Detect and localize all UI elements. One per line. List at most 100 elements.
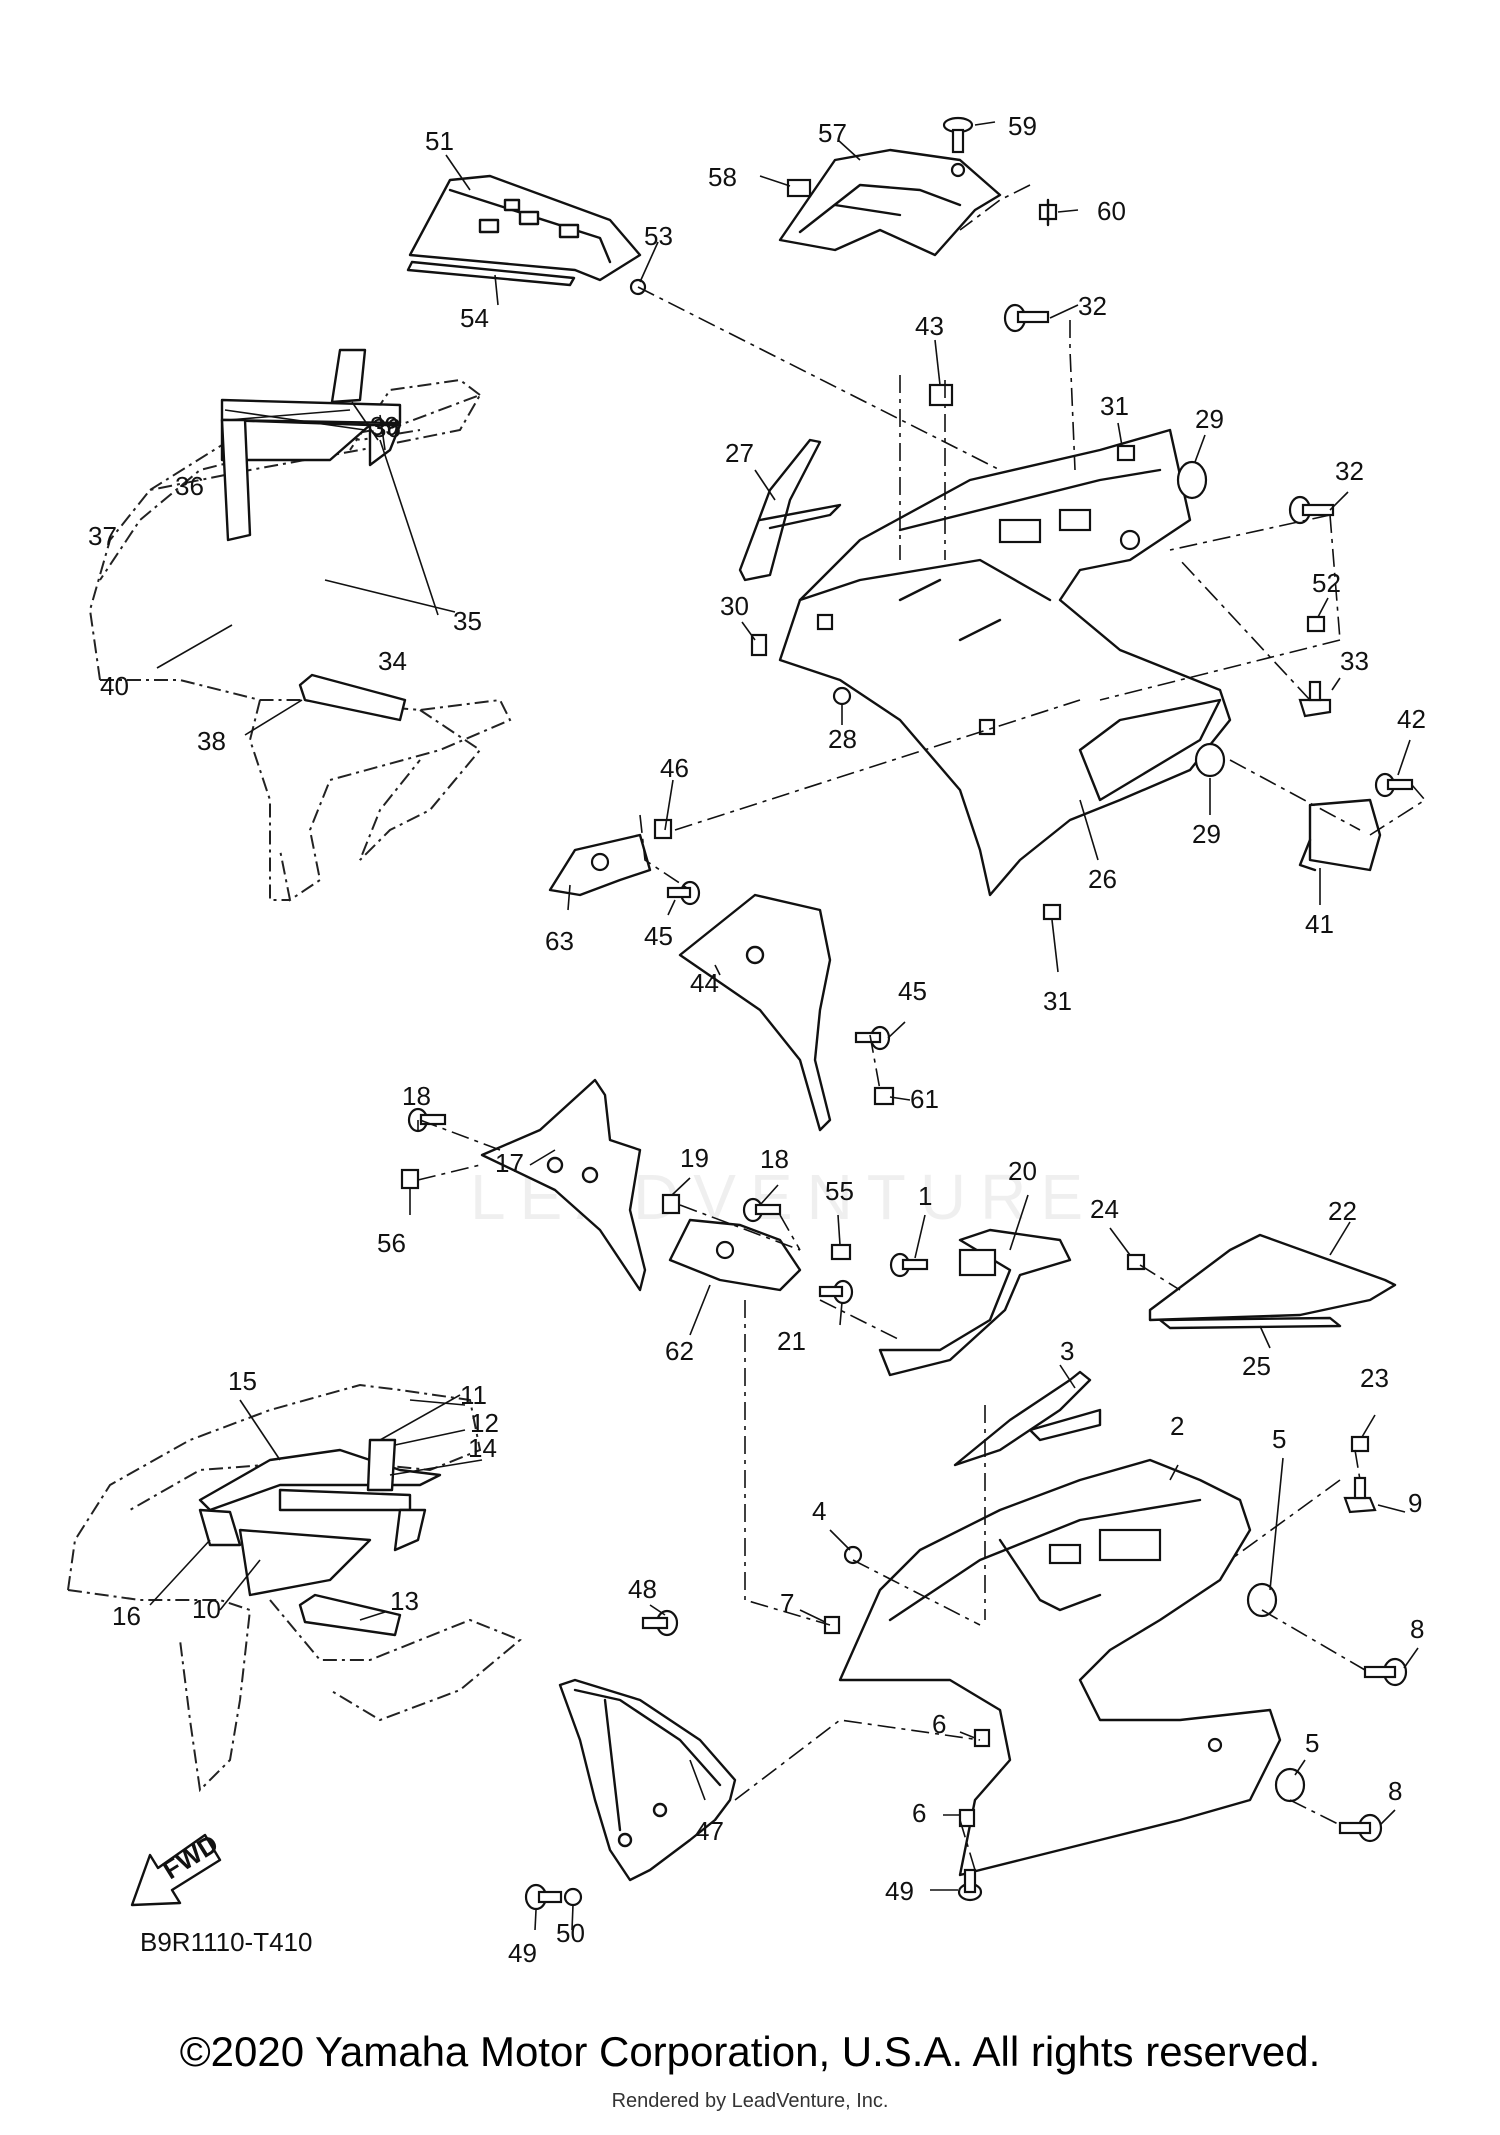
part-60-rivet	[1038, 198, 1058, 227]
callout-26: 26	[1088, 864, 1117, 894]
part-26-side-cowl-upper	[778, 428, 1232, 897]
callout-6-lower: 6	[912, 1798, 926, 1828]
copyright-notice: ©2020 Yamaha Motor Corporation, U.S.A. A…	[179, 2028, 1321, 2075]
callout-31-upper: 31	[1100, 391, 1129, 421]
callout-15: 15	[228, 1366, 257, 1396]
part-3-trim	[953, 1370, 1102, 1467]
callout-9: 9	[1408, 1488, 1422, 1518]
diagram-code: B9R1110-T410	[140, 1927, 313, 1957]
callout-50: 50	[556, 1918, 585, 1948]
callout-8-upper: 8	[1410, 1614, 1424, 1644]
part-9-fastener	[1343, 1476, 1377, 1514]
part-49-bolt-right	[957, 1868, 983, 1902]
callout-19: 19	[680, 1143, 709, 1173]
callout-7: 7	[780, 1588, 794, 1618]
callout-16: 16	[112, 1601, 141, 1631]
callout-27: 27	[725, 438, 754, 468]
part-58-clip	[786, 178, 812, 198]
part-27-trim	[738, 438, 842, 582]
part-18-screw-left	[407, 1107, 447, 1133]
part-23-nut	[1350, 1435, 1370, 1453]
part-14-bracket	[366, 1438, 397, 1492]
part-29-grommet-lower	[1194, 742, 1226, 778]
callout-28: 28	[828, 724, 857, 754]
part-54-seal-strip	[406, 260, 576, 287]
callout-3: 3	[1060, 1336, 1074, 1366]
callout-10: 10	[192, 1594, 221, 1624]
part-25-trim	[1158, 1316, 1342, 1330]
callout-4: 4	[812, 1496, 826, 1526]
part-47-under-panel	[558, 1678, 737, 1882]
callout-61: 61	[910, 1084, 939, 1114]
part-49-bolt-left	[524, 1883, 563, 1911]
callout-13: 13	[390, 1586, 419, 1616]
callout-34: 34	[378, 646, 407, 676]
callout-49-left: 49	[508, 1938, 537, 1968]
part-16-strip	[198, 1508, 242, 1547]
callout-21: 21	[777, 1326, 806, 1356]
callout-11: 11	[460, 1380, 487, 1410]
part-5-grommet-upper	[1246, 1582, 1278, 1618]
callout-35: 35	[453, 606, 482, 636]
callout-25: 25	[1242, 1351, 1271, 1381]
callout-33: 33	[1340, 646, 1369, 676]
part-44-cover	[678, 893, 832, 1132]
callout-55: 55	[825, 1176, 854, 1206]
callout-54: 54	[460, 303, 489, 333]
callout-23: 23	[1360, 1363, 1389, 1393]
callout-36: 36	[372, 413, 401, 443]
part-31-nut-upper	[1116, 444, 1136, 462]
callout-2: 2	[1170, 1411, 1184, 1441]
part-5-grommet-lower	[1274, 1767, 1306, 1803]
callout-36-label: 36	[175, 471, 204, 501]
part-18-screw-center	[742, 1197, 782, 1223]
part-11-strip	[393, 1508, 427, 1552]
callout-60: 60	[1097, 196, 1126, 226]
callout-32-top: 32	[1078, 291, 1107, 321]
callout-46: 46	[660, 753, 689, 783]
part-61-rivet	[873, 1086, 895, 1106]
callout-1: 1	[918, 1181, 932, 1211]
callout-24: 24	[1090, 1194, 1119, 1224]
part-39-bracket	[330, 348, 367, 404]
part-10-panel	[238, 1528, 372, 1597]
part-45-screw-upper	[666, 880, 701, 906]
callout-57: 57	[818, 118, 847, 148]
part-32-bolt-top	[1003, 303, 1050, 333]
callout-41: 41	[1305, 909, 1334, 939]
part-50-washer	[563, 1887, 583, 1907]
callout-56: 56	[377, 1228, 406, 1258]
part-40-panel	[220, 418, 252, 542]
part-6-nut-lower	[958, 1808, 976, 1828]
part-55-washer	[830, 1243, 852, 1261]
leader-lines	[149, 121, 1419, 1931]
callout-47: 47	[695, 1816, 724, 1846]
callout-5-upper: 5	[1272, 1424, 1286, 1454]
part-1-screw	[889, 1252, 929, 1278]
part-57-duct	[778, 148, 1002, 257]
callout-58: 58	[708, 162, 737, 192]
part-33-fastener	[1298, 680, 1332, 718]
part-8-bolt-upper	[1363, 1657, 1408, 1687]
callout-14: 14	[468, 1433, 497, 1463]
part-2-side-cowl-lower	[838, 1458, 1282, 1877]
callout-40: 40	[100, 671, 129, 701]
part-59-screw	[942, 116, 974, 178]
fwd-arrow: FWD	[130, 1828, 223, 1907]
callout-18-center: 18	[760, 1144, 789, 1174]
part-12-panel	[278, 1488, 412, 1512]
callout-29-lower: 29	[1192, 819, 1221, 849]
callout-31-lower: 31	[1043, 986, 1072, 1016]
part-19-rivet	[661, 1193, 681, 1215]
part-4-washer	[843, 1545, 863, 1565]
callout-8-lower: 8	[1388, 1776, 1402, 1806]
part-8-bolt-lower	[1338, 1813, 1383, 1843]
part-6-nut-upper	[973, 1728, 991, 1748]
callout-43: 43	[915, 311, 944, 341]
callout-45-upper: 45	[644, 921, 673, 951]
part-17-bracket	[480, 1078, 647, 1292]
callout-49-right: 49	[885, 1876, 914, 1906]
part-29-grommet-upper	[1176, 460, 1208, 500]
